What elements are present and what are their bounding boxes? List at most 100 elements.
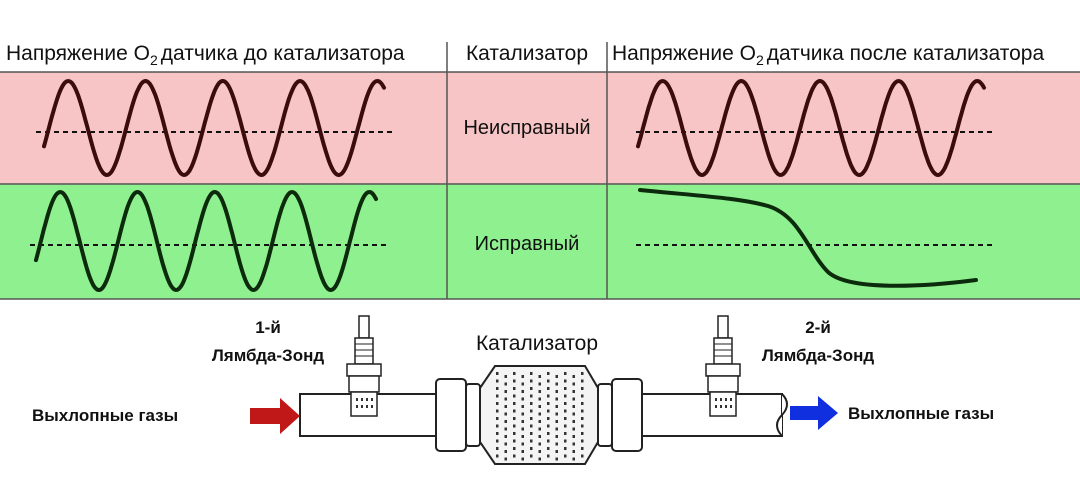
catalyst-cell xyxy=(581,372,584,375)
catalyst-cell xyxy=(538,412,541,416)
catalyst-cell xyxy=(504,375,507,378)
catalyst-cell xyxy=(564,424,567,428)
catalyst-cell xyxy=(547,454,550,458)
catalyst-cell xyxy=(521,450,524,453)
catalyst-cell xyxy=(513,409,516,413)
catalyst-cell xyxy=(581,439,584,443)
catalyst-cell xyxy=(581,447,584,450)
catalyst-cell xyxy=(521,457,524,461)
sensor-2-number: 2-й xyxy=(805,318,831,337)
catalyst-cell xyxy=(538,457,541,461)
catalyst-cell xyxy=(547,379,550,383)
catalyst-cell xyxy=(572,450,575,453)
catalyst-cell xyxy=(572,427,575,431)
catalyst-cell xyxy=(496,409,499,413)
catalyst-cell xyxy=(572,397,575,401)
catalyst-cell xyxy=(564,402,567,405)
exhaust-system xyxy=(250,315,838,465)
catalyst-cell xyxy=(521,375,524,378)
catalyst-cell xyxy=(504,450,507,453)
flange-left-inner xyxy=(465,383,481,447)
sensor-2-vents xyxy=(715,398,732,408)
catalyst-cell xyxy=(504,457,507,461)
catalyst-cell xyxy=(496,394,499,398)
catalyst-cell xyxy=(547,417,550,420)
catalyst-cell xyxy=(496,402,499,405)
lambda-sensor-2-icon xyxy=(705,315,741,417)
catalyst-cell xyxy=(581,432,584,435)
catalyst-cell xyxy=(564,439,567,443)
catalyst-cell xyxy=(513,447,516,450)
sensor-1-number: 1-й xyxy=(255,318,281,337)
signal-faulty-after xyxy=(636,78,986,178)
catalyst-cell xyxy=(564,432,567,435)
catalyst-cell xyxy=(496,379,499,383)
catalyst-cell xyxy=(513,424,516,428)
catalyst-cell xyxy=(555,382,558,386)
catalyst-cell xyxy=(564,417,567,420)
catalyst-cell xyxy=(538,382,541,386)
catalyst-cell xyxy=(572,435,575,438)
catalyst-cell xyxy=(521,427,524,431)
catalyst-cell xyxy=(513,379,516,383)
catalyst-cell xyxy=(555,397,558,401)
catalyst-cell xyxy=(564,409,567,413)
catalyst-cell xyxy=(513,454,516,458)
catalyst-cell xyxy=(555,457,558,461)
signal-working-before xyxy=(34,189,378,293)
catalyst-cell xyxy=(513,432,516,435)
catalyst-cell xyxy=(555,375,558,378)
catalyst-cell xyxy=(530,394,533,398)
catalyst-cell xyxy=(496,424,499,428)
catalyst-cell xyxy=(513,417,516,420)
catalyst-cell xyxy=(547,447,550,450)
catalyst-cell xyxy=(496,417,499,420)
catalyst-cell xyxy=(530,439,533,443)
catalyst-cell xyxy=(504,382,507,386)
flange-right-inner xyxy=(597,383,613,447)
catalyst-cell xyxy=(530,447,533,450)
sensor-1-vents xyxy=(356,398,373,408)
catalyst-cell xyxy=(530,409,533,413)
catalyst-cell xyxy=(521,405,524,408)
catalyst-cell xyxy=(547,424,550,428)
catalyst-cell xyxy=(513,439,516,443)
catalyst-cell xyxy=(547,432,550,435)
catalyst-cell xyxy=(547,402,550,405)
catalyst-cell xyxy=(555,405,558,408)
catalyst-cell xyxy=(496,439,499,443)
catalyst-cell xyxy=(513,402,516,405)
catalyst-cell xyxy=(555,442,558,446)
catalyst-cell xyxy=(547,439,550,443)
catalyst-cell xyxy=(530,372,533,375)
catalyst-cell xyxy=(547,394,550,398)
catalyst-cell xyxy=(564,447,567,450)
catalyst-cell xyxy=(581,402,584,405)
outlet-label: Выхлопные газы xyxy=(848,404,994,423)
catalyst-cell xyxy=(555,412,558,416)
catalyst-cell xyxy=(538,405,541,408)
catalyst-cell xyxy=(496,432,499,435)
catalyst-cell xyxy=(530,387,533,390)
catalyst-cell xyxy=(496,447,499,450)
catalyst-cell xyxy=(496,372,499,375)
catalyst-cell xyxy=(572,382,575,386)
sensor-1-label: Лямбда-Зонд xyxy=(212,346,324,365)
catalyst-cell xyxy=(581,387,584,390)
catalyst-cell xyxy=(572,420,575,423)
catalyst-cell xyxy=(521,397,524,401)
arrow-right-icon xyxy=(790,396,838,430)
catalyst-cell xyxy=(555,450,558,453)
catalyst-cell xyxy=(538,450,541,453)
catalyst-cell xyxy=(572,390,575,393)
catalyst-cell xyxy=(547,372,550,375)
catalyst-cell xyxy=(521,382,524,386)
catalyst-cell xyxy=(538,442,541,446)
catalyst-cell xyxy=(530,402,533,405)
catalyst-cell xyxy=(564,372,567,375)
catalyst-cell xyxy=(504,427,507,431)
catalyst-cell xyxy=(504,412,507,416)
catalyst-cell xyxy=(547,409,550,413)
